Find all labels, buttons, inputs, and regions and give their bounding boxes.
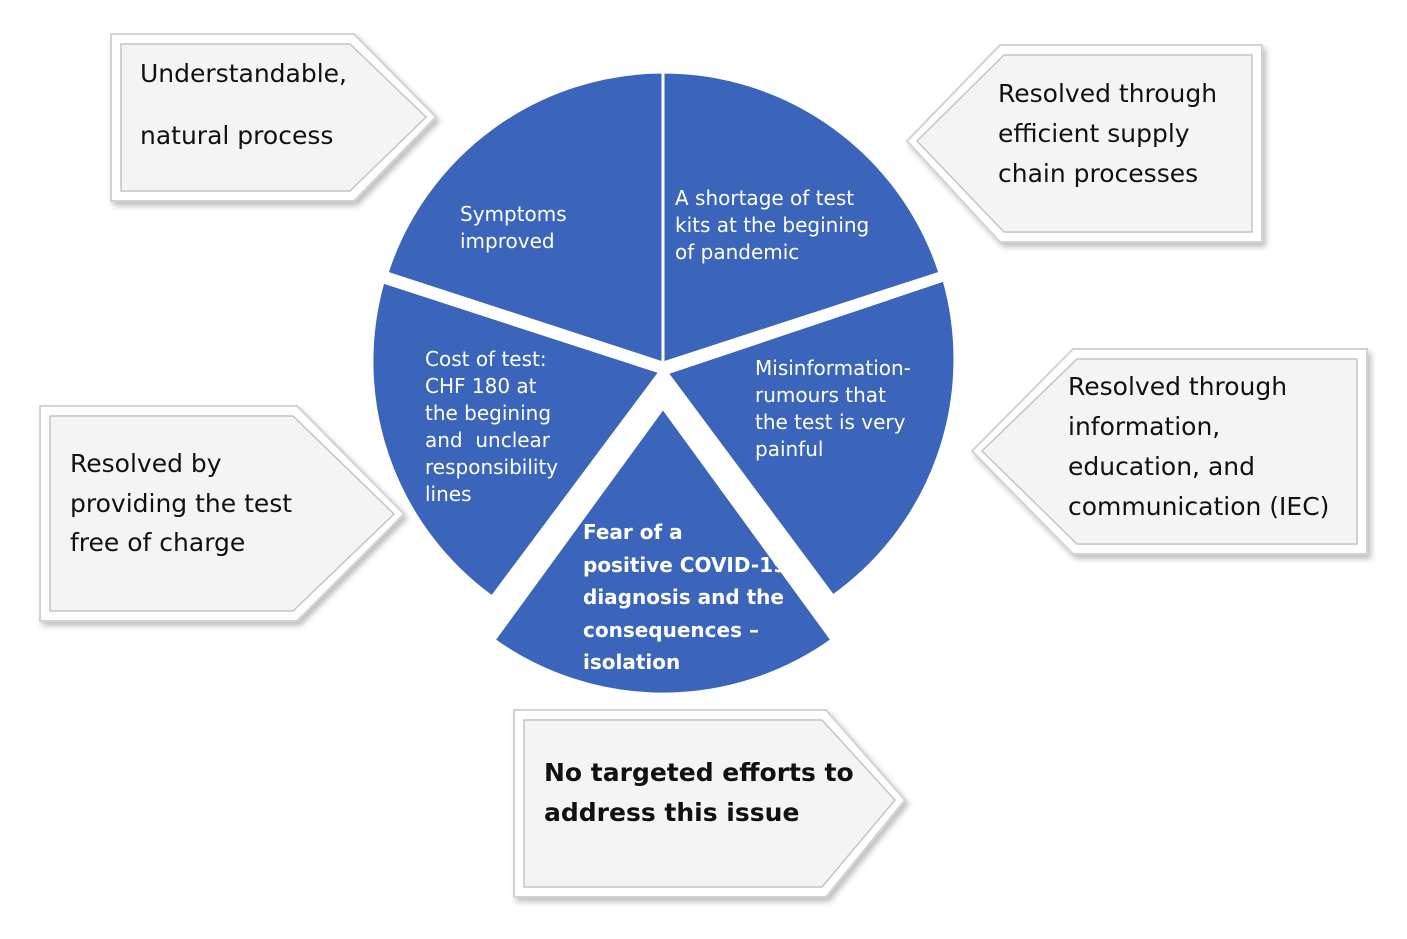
segment-cost	[370, 280, 662, 599]
callout-box-symptoms	[110, 33, 438, 202]
callout-cost-text: Resolved by providing the test free of c…	[70, 449, 293, 557]
callout-shortage-text: Resolved through efficient supply chain …	[998, 79, 1218, 188]
segment-misinformation	[665, 278, 957, 598]
callout-box-fear	[513, 709, 907, 898]
callout-symptoms-text: Understandable, natural process	[140, 59, 347, 150]
segment-shortage	[661, 70, 942, 365]
callout-misinformation-text: Resolved through information, education,…	[1068, 372, 1330, 521]
callout-box-misinformation	[970, 348, 1368, 555]
segment-fear	[492, 406, 834, 696]
callout-fear-text: No targeted efforts to address this issu…	[544, 758, 854, 827]
callout-box-shortage	[905, 44, 1263, 243]
segment-symptoms	[385, 70, 665, 365]
callout-box-cost	[39, 405, 406, 622]
